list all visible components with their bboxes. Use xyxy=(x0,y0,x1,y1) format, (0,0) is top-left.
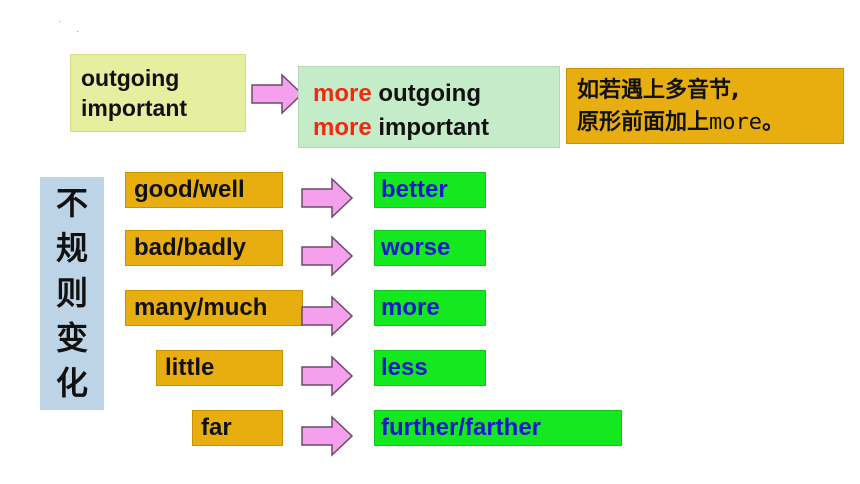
side-char: 化 xyxy=(55,364,88,402)
side-char: 变 xyxy=(55,319,88,357)
arrow-right-icon xyxy=(301,415,354,457)
more-prefix: more xyxy=(313,80,372,107)
irregular-change-label: 不 规 则 变 化 xyxy=(40,177,104,410)
arrow-right-icon xyxy=(301,235,354,277)
comparative-box: more outgoing more important xyxy=(298,66,560,148)
comparative-line: more outgoing xyxy=(313,77,545,111)
irregular-base-word: bad/badly xyxy=(125,230,283,266)
arrow-right-icon xyxy=(251,73,304,115)
regular-adjectives-box: outgoing important xyxy=(70,54,246,132)
arrow-right-icon xyxy=(301,177,354,219)
decor-dot: · xyxy=(58,16,62,27)
comparative-line: more important xyxy=(313,111,545,145)
adjective-word: outgoing xyxy=(81,65,180,91)
more-prefix: more xyxy=(313,114,372,141)
comparative-word: outgoing xyxy=(378,80,481,107)
rule-note-code: more xyxy=(709,110,762,135)
adjective-word: important xyxy=(81,95,188,121)
irregular-result-word: better xyxy=(374,172,486,208)
rule-note-line2: 原形前面加上more。 xyxy=(577,107,833,139)
side-char: 规 xyxy=(55,229,88,267)
rule-note-text: 原形前面加上 xyxy=(577,110,710,135)
irregular-base-word: many/much xyxy=(125,290,303,326)
rule-note-end: 。 xyxy=(762,110,785,135)
rule-note-line1: 如若遇上多音节, xyxy=(577,78,740,103)
side-char: 则 xyxy=(55,274,88,312)
arrow-right-icon xyxy=(301,295,354,337)
arrow-right-icon xyxy=(301,355,354,397)
rule-note-box: 如若遇上多音节, 原形前面加上more。 xyxy=(566,68,844,144)
irregular-base-word: little xyxy=(156,350,283,386)
irregular-result-word: less xyxy=(374,350,486,386)
irregular-result-word: more xyxy=(374,290,486,326)
side-char: 不 xyxy=(55,184,88,222)
irregular-result-word: worse xyxy=(374,230,486,266)
irregular-result-word: further/farther xyxy=(374,410,622,446)
irregular-base-word: good/well xyxy=(125,172,283,208)
decor-dot: · xyxy=(76,26,80,37)
comparative-word: important xyxy=(378,114,490,141)
irregular-base-word: far xyxy=(192,410,283,446)
